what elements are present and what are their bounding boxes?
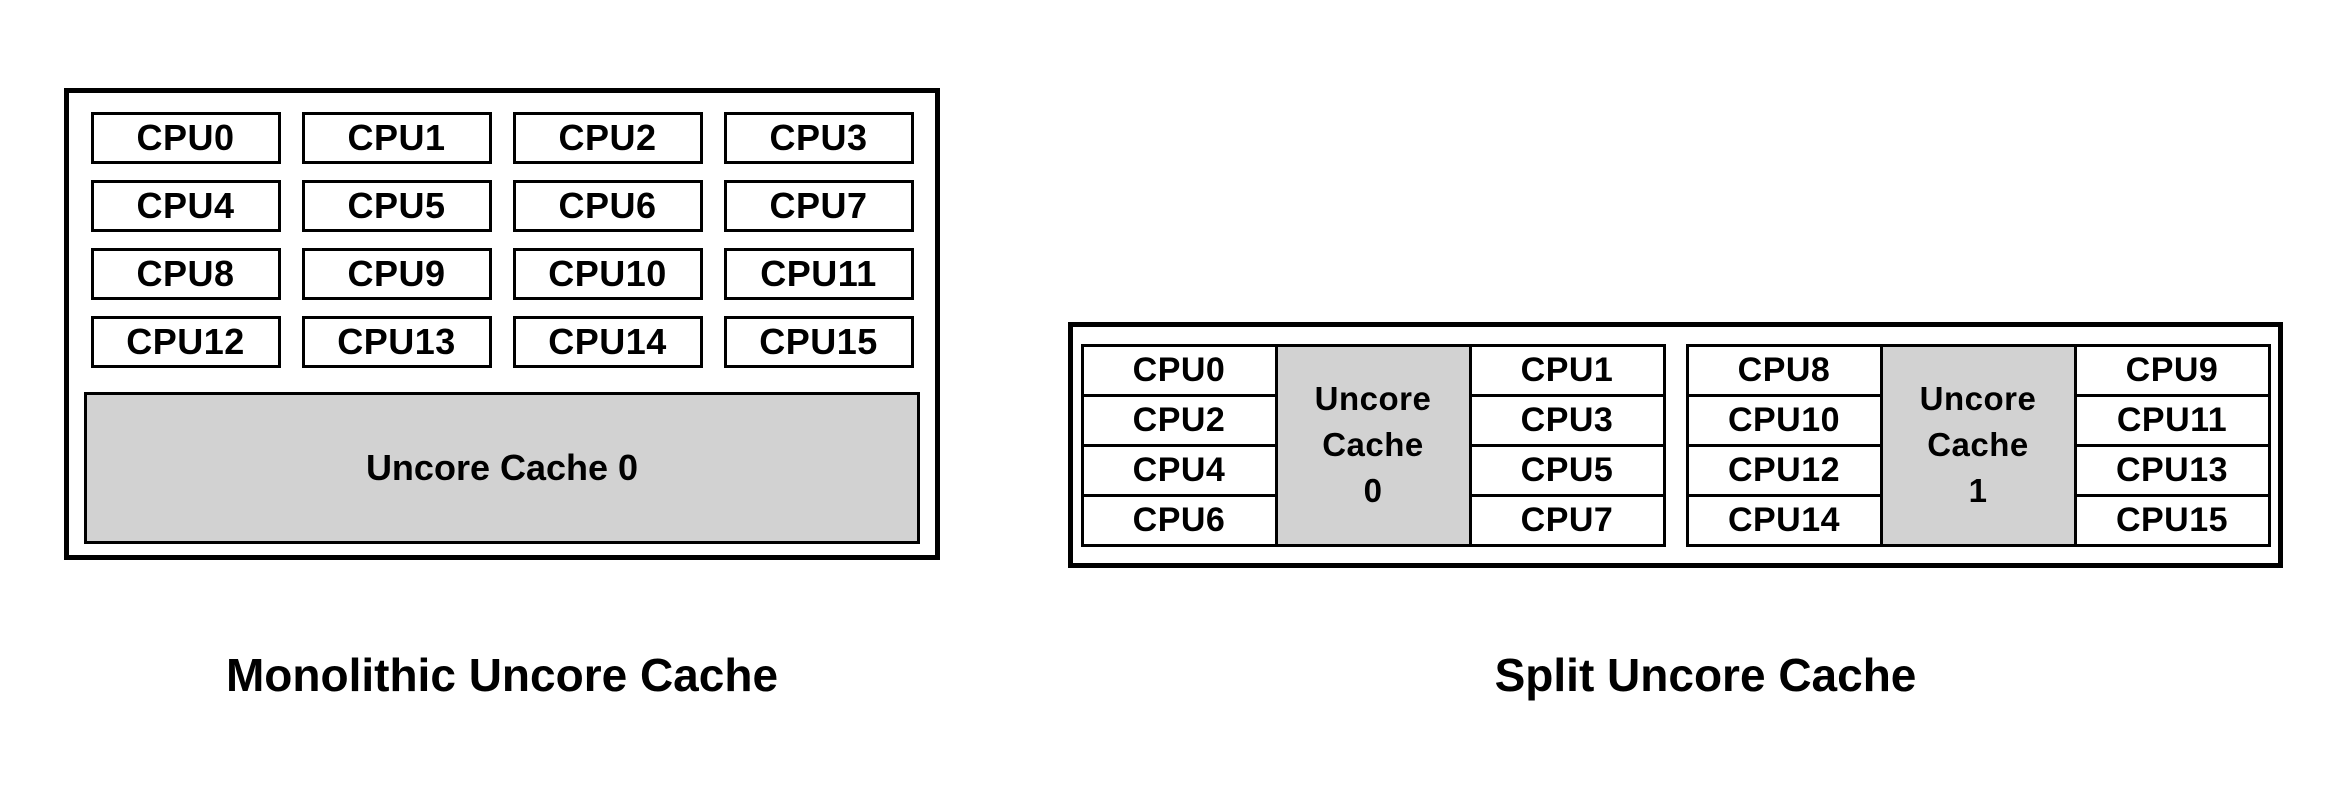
cpu-cell: CPU9 <box>2073 343 2271 397</box>
cpu-box: CPU15 <box>723 316 914 368</box>
monolithic-caption: Monolithic Uncore Cache <box>225 649 779 701</box>
cpu-box: CPU6 <box>512 180 703 232</box>
cpu-box: CPU14 <box>512 316 703 368</box>
cpu-box: CPU12 <box>90 316 281 368</box>
cpu-cell: CPU3 <box>1468 393 1666 447</box>
cache-label-line: Cache <box>1322 426 1424 463</box>
cache-label-line: 1 <box>1968 472 1988 509</box>
cpu-box: CPU8 <box>90 248 281 300</box>
monolithic-cpu-grid: CPU0 CPU1 CPU2 CPU3 CPU4 CPU5 CPU6 CPU7 … <box>69 112 935 368</box>
split-caption: Split Uncore Cache <box>1494 649 1917 701</box>
split-cluster-1: CPU8 Uncore Cache 1 CPU9 CPU10 CPU11 CPU… <box>1685 343 2271 547</box>
cpu-box: CPU2 <box>512 112 703 164</box>
cpu-box: CPU9 <box>301 248 492 300</box>
cpu-cell: CPU2 <box>1080 393 1278 447</box>
cpu-cell: CPU11 <box>2073 393 2271 447</box>
uncore-cache-0-cell: Uncore Cache 0 <box>1274 343 1472 547</box>
cpu-box: CPU5 <box>301 180 492 232</box>
uncore-cache-0-box: Uncore Cache 0 <box>84 392 920 544</box>
uncore-cache-1-cell: Uncore Cache 1 <box>1879 343 2077 547</box>
cpu-cell: CPU12 <box>1685 443 1883 497</box>
cpu-box: CPU4 <box>90 180 281 232</box>
split-diagram: CPU0 Uncore Cache 0 CPU1 CPU2 CPU3 CPU4 … <box>1068 322 2283 568</box>
cpu-cell: CPU14 <box>1685 493 1883 547</box>
cache-label-line: Uncore <box>1919 380 2037 417</box>
cache-label-line: 0 <box>1363 472 1383 509</box>
cache-label-line: Uncore <box>1314 380 1432 417</box>
cpu-box: CPU1 <box>301 112 492 164</box>
cpu-cell: CPU5 <box>1468 443 1666 497</box>
cpu-cell: CPU13 <box>2073 443 2271 497</box>
cpu-cell: CPU8 <box>1685 343 1883 397</box>
cpu-cell: CPU7 <box>1468 493 1666 547</box>
cpu-cell: CPU1 <box>1468 343 1666 397</box>
cpu-cell: CPU15 <box>2073 493 2271 547</box>
cpu-box: CPU7 <box>723 180 914 232</box>
cpu-box: CPU11 <box>723 248 914 300</box>
cpu-cell: CPU4 <box>1080 443 1278 497</box>
cpu-cell: CPU10 <box>1685 393 1883 447</box>
cpu-box: CPU10 <box>512 248 703 300</box>
cpu-box: CPU0 <box>90 112 281 164</box>
cache-label-line: Cache <box>1927 426 2029 463</box>
monolithic-diagram: CPU0 CPU1 CPU2 CPU3 CPU4 CPU5 CPU6 CPU7 … <box>64 88 940 560</box>
cpu-box: CPU13 <box>301 316 492 368</box>
cpu-cell: CPU6 <box>1080 493 1278 547</box>
cpu-cell: CPU0 <box>1080 343 1278 397</box>
cpu-box: CPU3 <box>723 112 914 164</box>
split-cluster-0: CPU0 Uncore Cache 0 CPU1 CPU2 CPU3 CPU4 … <box>1080 343 1666 547</box>
